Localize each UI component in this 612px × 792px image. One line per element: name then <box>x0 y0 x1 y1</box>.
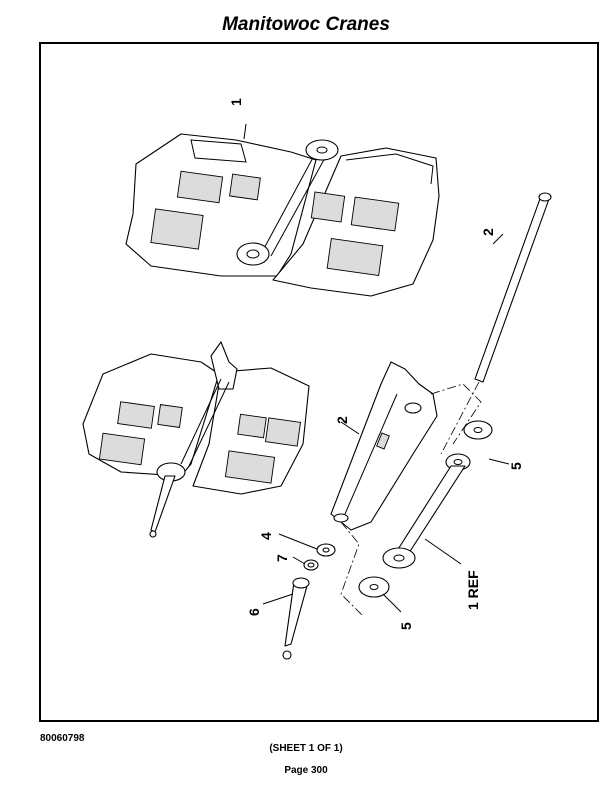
callout-labels: 1 2 2 4 5 7 6 1 REF 5 <box>228 98 524 630</box>
pedal-assembly-upper <box>125 133 440 297</box>
page-header-title: Manitowoc Cranes <box>222 14 390 35</box>
fastener-and-lever-parts <box>282 543 336 660</box>
leader-lines <box>243 123 510 613</box>
exploded-parts-diagram: 1 2 2 4 5 7 6 1 REF 5 <box>82 98 552 660</box>
washer-and-pin-parts <box>358 420 493 598</box>
callout-5-lower: 5 <box>398 622 414 630</box>
callout-6: 6 <box>246 608 262 616</box>
rod-part <box>440 192 552 455</box>
callout-1-ref: 1 REF <box>465 570 481 610</box>
callout-2-bracket: 2 <box>334 416 350 424</box>
pedal-assembly-lower <box>82 341 310 538</box>
callout-5-upper: 5 <box>508 462 524 470</box>
callout-2-rod: 2 <box>480 228 496 236</box>
page-number: Page 300 <box>284 765 328 776</box>
document-number: 80060798 <box>40 733 85 744</box>
callout-1: 1 <box>228 98 244 106</box>
drawing-frame: 1 2 2 4 5 7 6 1 REF 5 <box>39 42 599 722</box>
callout-7: 7 <box>274 554 290 562</box>
callout-4: 4 <box>258 532 274 540</box>
bracket-part <box>330 361 482 617</box>
sheet-label: (SHEET 1 OF 1) <box>269 743 343 754</box>
